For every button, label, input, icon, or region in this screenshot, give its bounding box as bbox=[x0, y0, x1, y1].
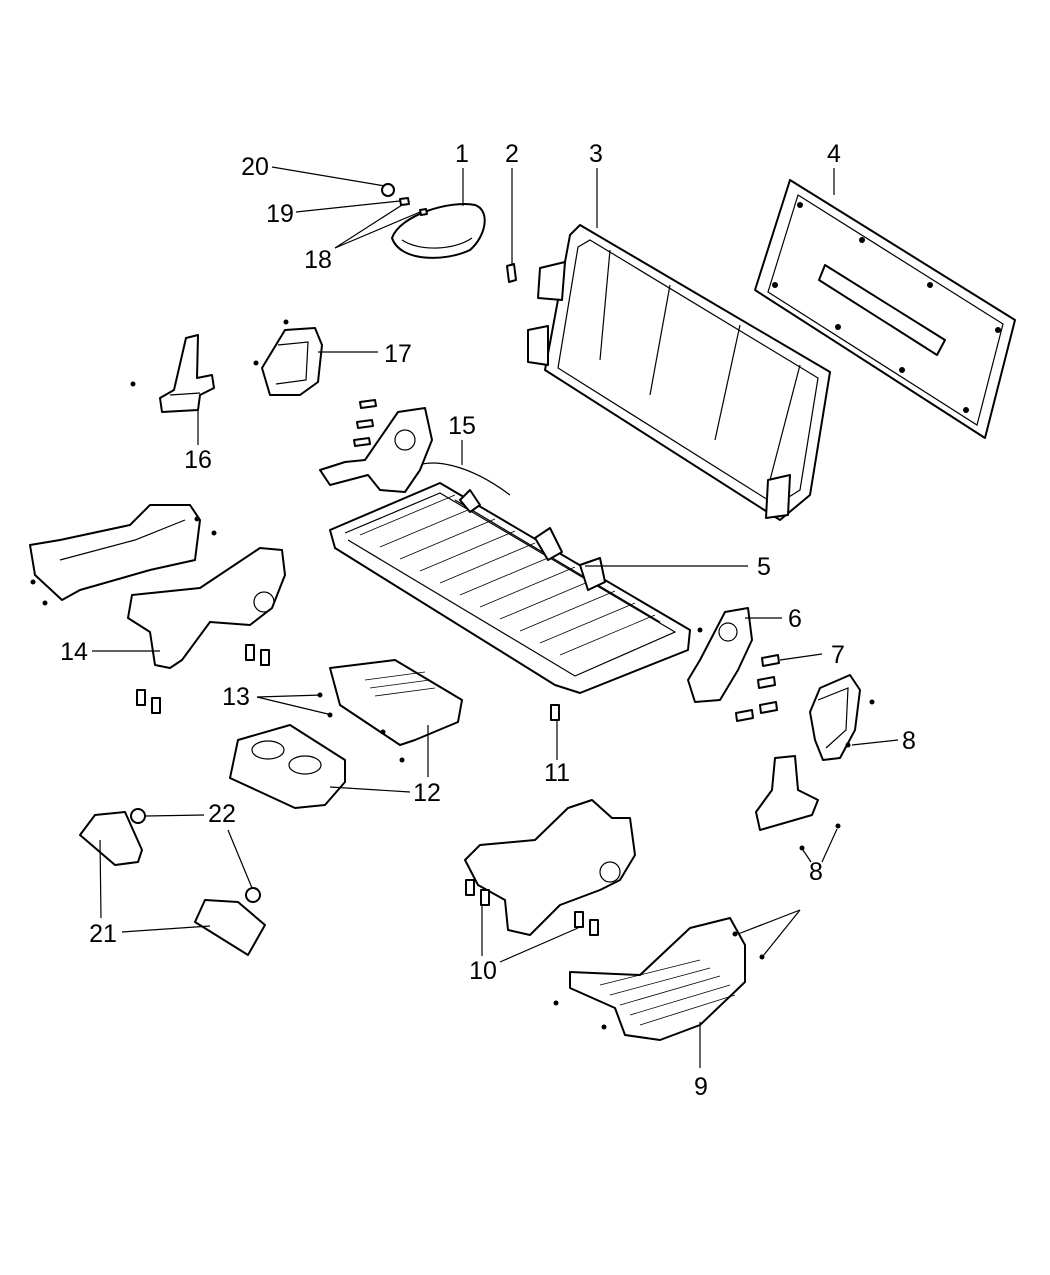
callout-15: 15 bbox=[448, 412, 476, 440]
callout-20: 20 bbox=[241, 153, 269, 181]
riser-right bbox=[464, 799, 636, 936]
screw-set bbox=[30, 319, 875, 1030]
callout-17: 17 bbox=[384, 340, 412, 368]
lower-shield bbox=[755, 755, 819, 831]
callout-1: 1 bbox=[455, 140, 469, 168]
latch-upper bbox=[79, 811, 143, 866]
callout-22: 22 bbox=[208, 800, 236, 828]
callout-5: 5 bbox=[757, 553, 771, 581]
callout-12: 12 bbox=[413, 779, 441, 807]
side-shield-upper bbox=[809, 674, 861, 761]
callout-4: 4 bbox=[827, 140, 841, 168]
seat-back-panel bbox=[754, 179, 1016, 439]
pin bbox=[506, 263, 517, 283]
callout-19: 19 bbox=[266, 200, 294, 228]
callout-2: 2 bbox=[505, 140, 519, 168]
lower-trim bbox=[569, 917, 746, 1041]
callout-labels: 1 2 3 4 5 6 7 8 8 9 10 11 12 13 14 15 16… bbox=[60, 140, 916, 1101]
recliner-right bbox=[687, 607, 753, 703]
bolt-set bbox=[735, 654, 780, 722]
callout-14: 14 bbox=[60, 638, 88, 666]
latch-lower bbox=[194, 899, 266, 956]
callout-9: 9 bbox=[694, 1073, 708, 1101]
headrest bbox=[391, 203, 486, 259]
fastener-set bbox=[381, 183, 428, 216]
callout-7: 7 bbox=[831, 641, 845, 669]
callout-21: 21 bbox=[89, 920, 117, 948]
storage-tray bbox=[329, 659, 463, 746]
callout-16: 16 bbox=[184, 446, 212, 474]
callout-13: 13 bbox=[222, 683, 250, 711]
callout-6: 6 bbox=[788, 605, 802, 633]
side-cover bbox=[261, 327, 323, 396]
callout-18: 18 bbox=[304, 246, 332, 274]
callout-11: 11 bbox=[544, 759, 570, 787]
hinge-bracket bbox=[159, 334, 215, 413]
callout-10: 10 bbox=[469, 957, 497, 985]
leader-lines bbox=[92, 166, 899, 1068]
nut-set bbox=[130, 808, 261, 903]
recliner-left bbox=[319, 399, 433, 493]
riser-left bbox=[127, 547, 286, 669]
cupholder bbox=[229, 724, 346, 809]
seat-back-frame bbox=[527, 224, 831, 521]
callout-8b: 8 bbox=[809, 858, 823, 886]
callout-8a: 8 bbox=[902, 727, 916, 755]
callout-3: 3 bbox=[589, 140, 603, 168]
side-bracket-left bbox=[29, 504, 201, 601]
